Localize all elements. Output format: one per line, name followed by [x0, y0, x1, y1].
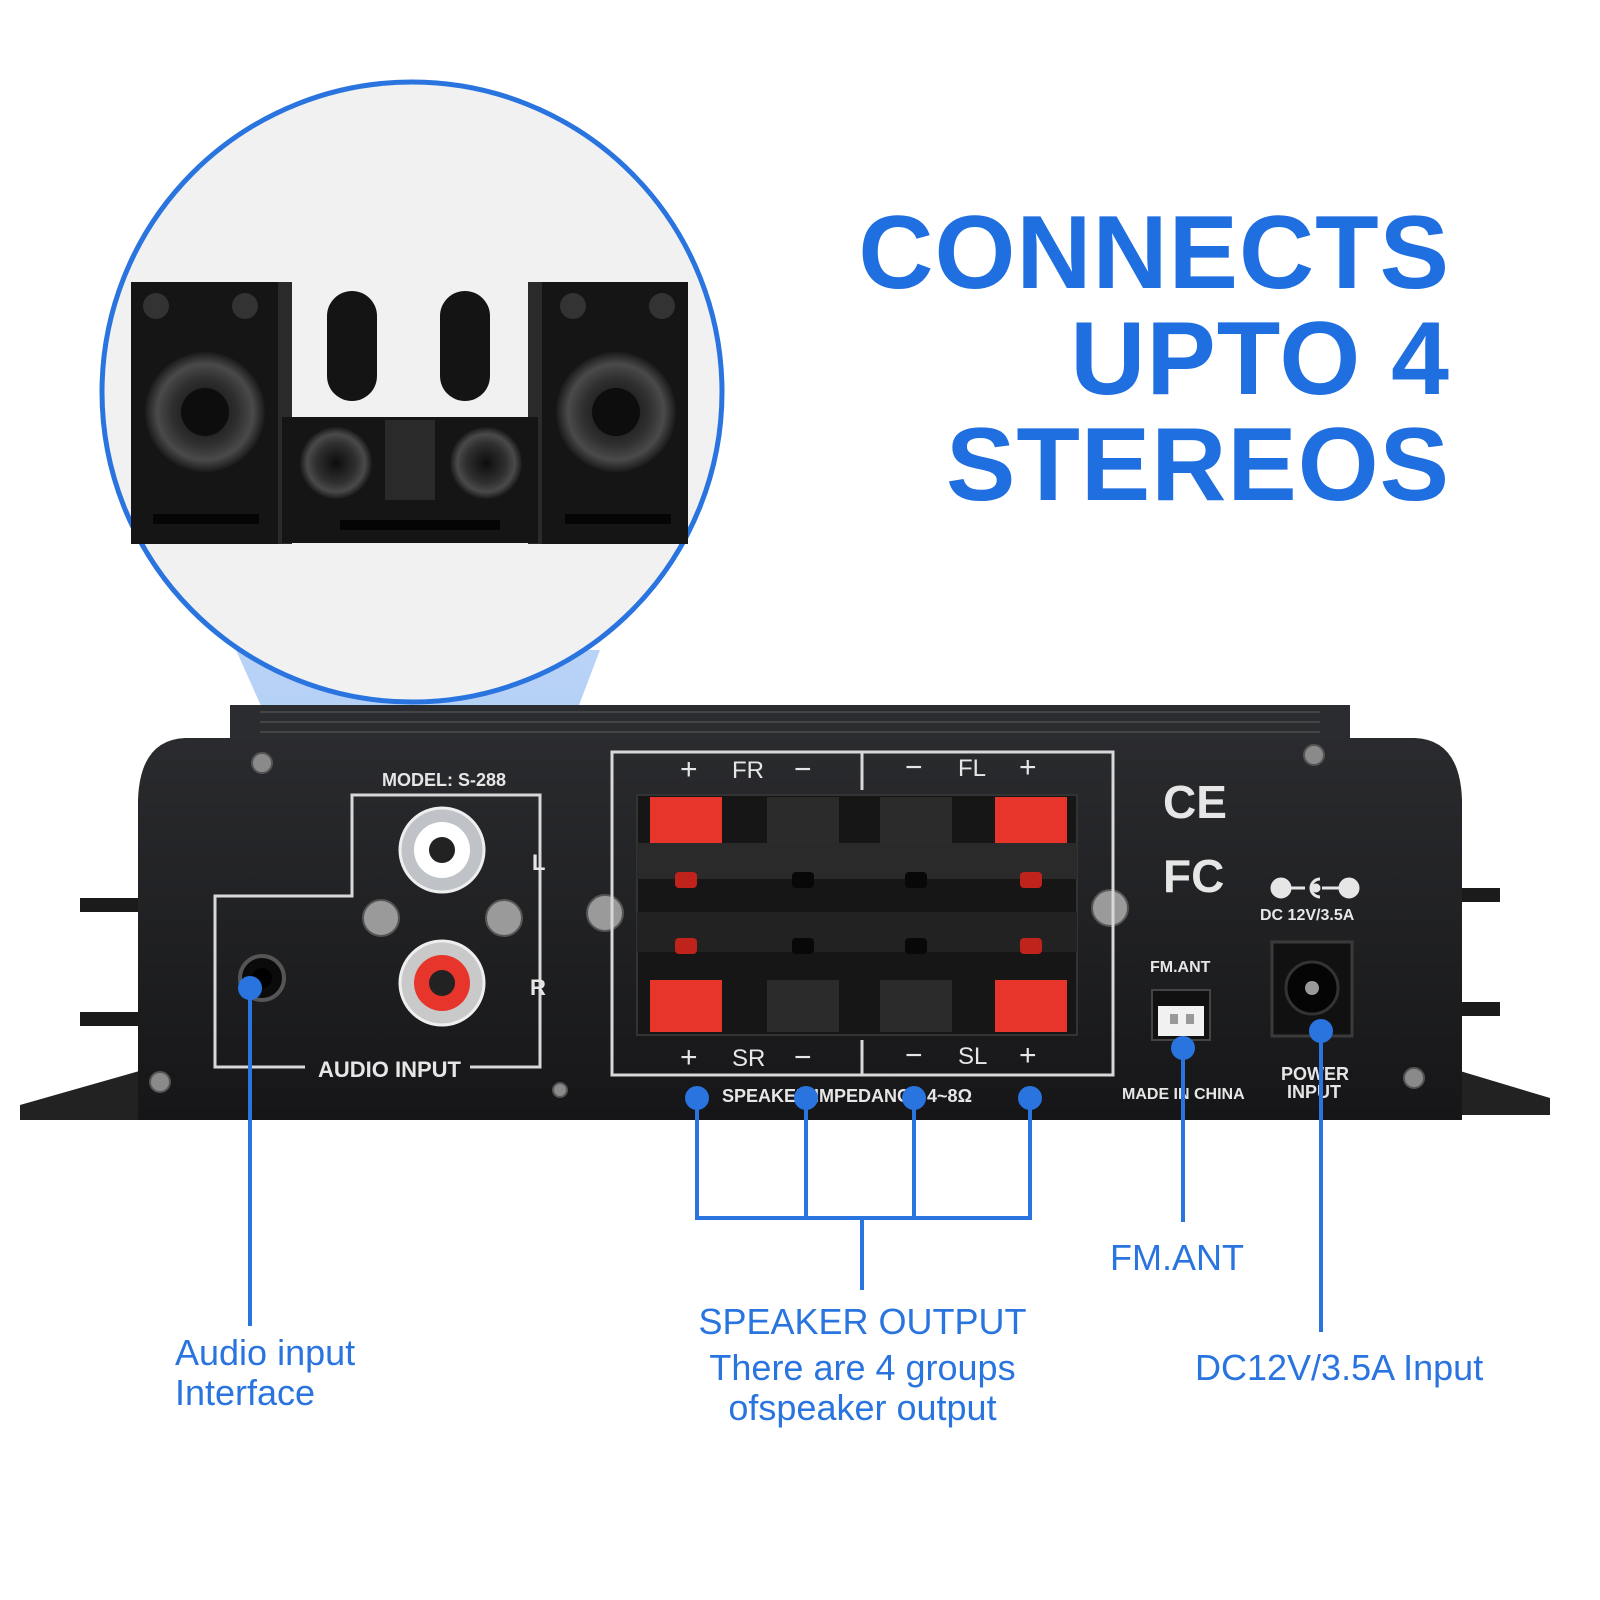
audio-input-label: AUDIO INPUT: [318, 1057, 462, 1082]
speaker-output-desc-1: There are 4 groups: [709, 1347, 1016, 1388]
fcc-mark: FC: [1163, 850, 1224, 902]
sr-minus: −: [794, 1041, 812, 1074]
speaker-output-title: SPEAKER OUTPUT: [698, 1301, 1027, 1342]
sl-plus: +: [1019, 1039, 1037, 1072]
right-tweeter: [440, 291, 490, 401]
dc-input-callout: DC12V/3.5A Input: [1195, 1347, 1484, 1388]
sr-label: SR: [732, 1045, 765, 1072]
power-input-label-2: INPUT: [1287, 1082, 1341, 1102]
headline-line-3: STEREOS: [946, 407, 1450, 523]
audio-input-callout-line-2: Interface: [175, 1372, 316, 1413]
left-speaker: [131, 282, 292, 544]
sl-minus: −: [905, 1039, 923, 1072]
left-tweeter: [327, 291, 377, 401]
dc-polarity-icon: [1270, 877, 1360, 899]
fl-plus: +: [1019, 751, 1037, 784]
dc-power-jack: [1270, 940, 1354, 1038]
impedance-label: SPEAKER IMPEDANCE 4~8Ω: [722, 1086, 972, 1106]
panel-screws: [149, 744, 1425, 1098]
input-right-label: R: [530, 975, 546, 1000]
ce-mark: CE: [1163, 776, 1227, 828]
audio-input-callout-line-1: Audio input: [175, 1332, 356, 1373]
model-label: MODEL: S-288: [382, 770, 506, 790]
audio-input-callout: Audio input Interface: [175, 1333, 355, 1413]
center-unit: [282, 417, 538, 543]
speaker-output-callout: SPEAKER OUTPUT There are 4 groups ofspea…: [660, 1302, 1065, 1428]
audio-input-frame: [213, 793, 542, 1069]
speaker-terminal-frame: [610, 750, 1115, 1077]
fm-antenna-connector: [1151, 989, 1211, 1041]
callout-dots: [238, 976, 1333, 1110]
callout-lines: [248, 988, 1323, 1332]
rca-jack-right: [398, 939, 486, 1027]
speaker-terminal-block: [636, 794, 1078, 1036]
speaker-output-desc-2: ofspeaker output: [728, 1387, 997, 1428]
power-input-label-1: POWER: [1281, 1064, 1349, 1084]
fm-ant-panel-label: FM.ANT: [1150, 959, 1211, 976]
rca-jack-left: [398, 806, 486, 894]
fl-label: FL: [958, 755, 986, 782]
dc-rating-label: DC 12V/3.5A: [1260, 907, 1355, 924]
sl-label: SL: [958, 1043, 987, 1070]
headline: CONNECTS UPTO 4 STEREOS: [858, 200, 1450, 518]
input-left-label: L: [532, 850, 545, 875]
rca-screws: [362, 889, 1129, 937]
fl-minus: −: [905, 751, 923, 784]
stereo-zoom-circle: [99, 79, 725, 705]
fr-plus: +: [680, 753, 698, 786]
fr-minus: −: [794, 753, 812, 786]
headline-line-1: CONNECTS: [858, 195, 1450, 311]
sr-plus: +: [680, 1041, 698, 1074]
fm-ant-callout: FM.ANT: [1110, 1237, 1244, 1278]
fr-label: FR: [732, 757, 764, 784]
right-speaker: [528, 282, 688, 544]
headline-line-2: UPTO 4: [1070, 301, 1450, 417]
